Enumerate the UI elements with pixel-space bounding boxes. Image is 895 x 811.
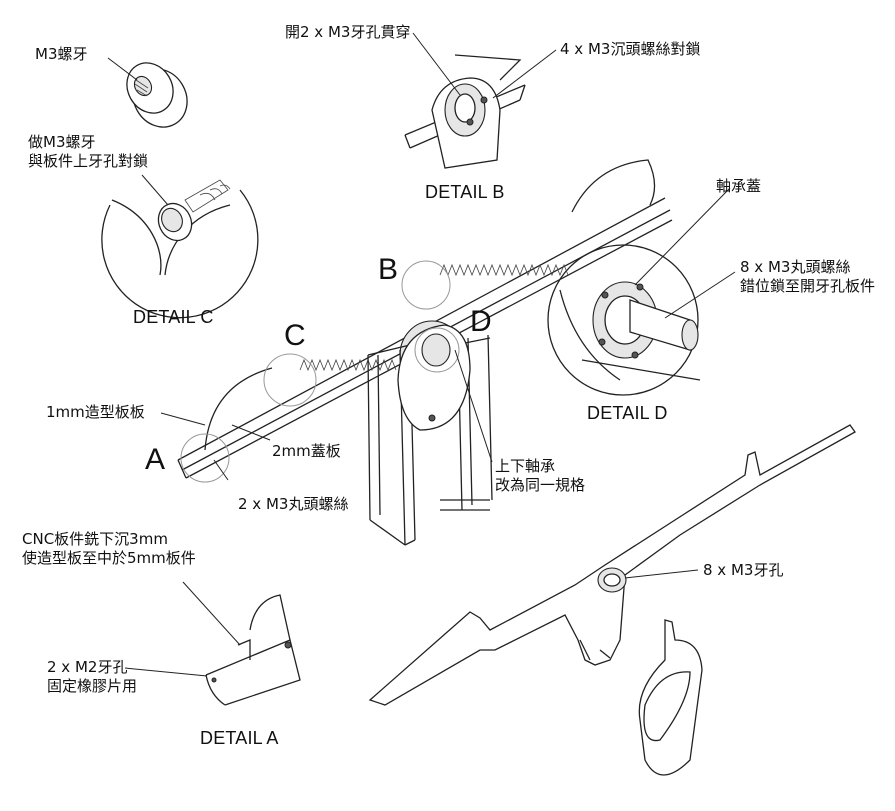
m3-thread-insert-drawing: [107, 57, 188, 128]
cover-2mm-label: 2mm蓋板: [272, 442, 341, 460]
m3-countersunk-label: 4 x M3沉頭螺絲對鎖: [560, 40, 701, 58]
m3-round-screws-8-label: 8 x M3丸頭螺絲 錯位鎖至開牙孔板件: [740, 258, 876, 295]
detail-a-drawing: [124, 581, 301, 706]
detail-b-title: DETAIL B: [425, 182, 505, 202]
detail-d-title: DETAIL D: [587, 403, 668, 423]
m3-thread-lock-label: 做M3螺牙 與板件上牙孔對鎖: [28, 133, 149, 170]
m3-holes-8-label: 8 x M3牙孔: [703, 561, 784, 579]
detail-c-title: DETAIL C: [133, 307, 214, 327]
plate-1mm-label: 1mm造型板板: [46, 403, 145, 421]
callout-d: D: [470, 305, 492, 338]
m2-holes-label: 2 x M2牙孔 固定橡膠片用: [47, 658, 138, 695]
exploded-plate-drawing: [368, 424, 856, 776]
callout-c: C: [284, 319, 306, 352]
detail-c-drawing: [101, 174, 259, 319]
bearing-cover-label: 軸承蓋: [716, 177, 762, 195]
detail-d-drawing: [547, 187, 736, 396]
m3-through-hole-label: 開2 x M3牙孔貫穿: [285, 23, 411, 41]
callout-a: A: [145, 443, 166, 476]
bearing-same-spec-label: 上下軸承 改為同一規格: [495, 457, 586, 494]
m3-round-screws-2-label: 2 x M3丸頭螺絲: [238, 495, 349, 513]
cnc-sink-label: CNC板件銑下沉3mm 使造型板至中於5mm板件: [22, 530, 196, 567]
m3-thread-label: M3螺牙: [35, 45, 88, 63]
callout-b: B: [378, 253, 399, 286]
main-assembly-drawing: [160, 159, 673, 546]
detail-b-drawing: [404, 32, 557, 169]
detail-a-title: DETAIL A: [200, 728, 279, 748]
